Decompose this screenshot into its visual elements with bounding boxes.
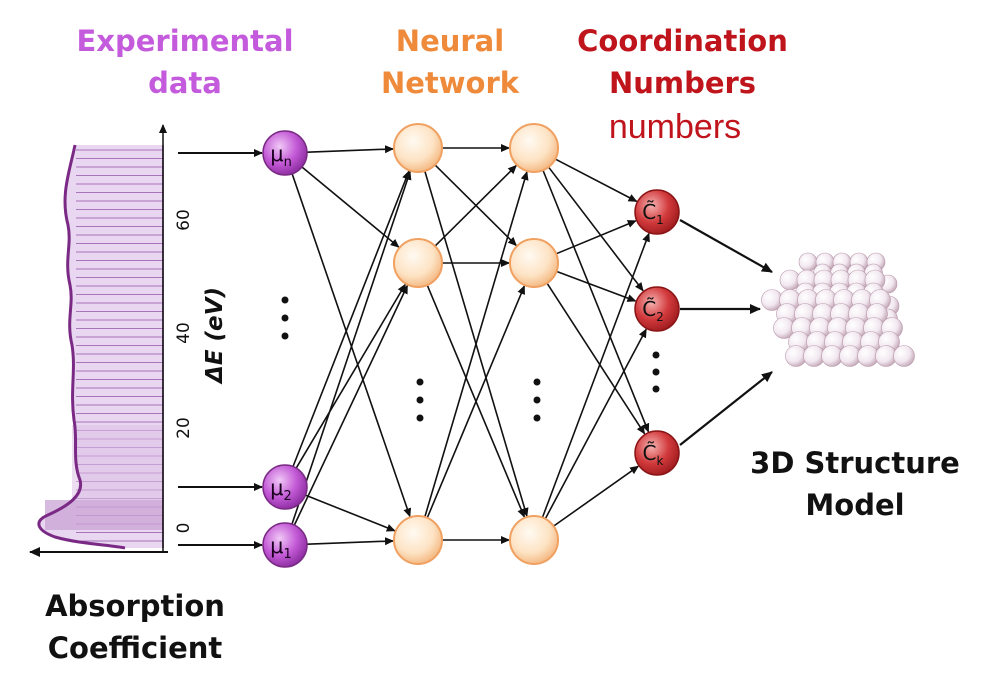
connection-arrow bbox=[556, 270, 637, 302]
neural-network-header: Neural Network bbox=[380, 24, 520, 100]
output-node-k: C̃k bbox=[634, 430, 680, 476]
tick-20: 20 bbox=[174, 417, 194, 439]
connection-arrow bbox=[554, 158, 638, 203]
output-arrows bbox=[679, 219, 773, 446]
absorption-coefficient-label: Absorption Coefficient bbox=[45, 589, 225, 665]
network-connections bbox=[291, 144, 650, 546]
connection-arrow bbox=[293, 284, 409, 526]
connection-arrow bbox=[292, 170, 410, 467]
connection-arrow bbox=[295, 283, 406, 469]
connection-arrow bbox=[547, 166, 644, 292]
svg-text:C̃k: C̃k bbox=[643, 441, 664, 468]
connection-arrow bbox=[542, 169, 650, 433]
connection-arrow bbox=[305, 494, 396, 532]
output-node-1: C̃1 bbox=[634, 189, 680, 235]
connection-arrow bbox=[291, 170, 412, 525]
input-node-2: μ2 bbox=[262, 464, 308, 510]
connection-arrow bbox=[306, 537, 395, 546]
connection-arrow bbox=[555, 220, 637, 255]
coordination-numbers-header: Coordination Numbers bbox=[577, 24, 788, 100]
svg-text:μ2: μ2 bbox=[270, 476, 292, 504]
spectrum-mid-band bbox=[72, 425, 163, 500]
absorption-spectrum bbox=[29, 124, 168, 557]
hidden-node bbox=[509, 238, 559, 288]
input-node-1: μ1 bbox=[262, 522, 308, 568]
svg-text:C̃2: C̃2 bbox=[642, 297, 664, 324]
hidden-node bbox=[509, 515, 559, 565]
svg-text:μn: μn bbox=[270, 142, 292, 170]
output-node-2: C̃2 bbox=[634, 286, 680, 332]
connection-arrow bbox=[291, 173, 412, 518]
hidden-node bbox=[393, 123, 443, 173]
energy-axis-ticks: 0 20 40 60 ΔE (eV) bbox=[174, 209, 228, 533]
input-arrows bbox=[178, 149, 263, 549]
connection-arrow bbox=[426, 285, 526, 519]
structure-model-label: 3D Structure Model bbox=[750, 446, 960, 522]
hidden-node bbox=[509, 123, 559, 173]
connection-arrow bbox=[544, 328, 647, 520]
structure-model-icon bbox=[761, 252, 915, 367]
hidden-node bbox=[393, 238, 443, 288]
hidden-layer-2 bbox=[509, 123, 559, 565]
energy-axis-label: ΔE (eV) bbox=[202, 287, 228, 385]
atom-sphere bbox=[798, 252, 818, 272]
spectrum-dense-band bbox=[45, 500, 163, 530]
spectrum-curve bbox=[37, 144, 126, 550]
connection-arrow bbox=[553, 465, 640, 527]
connection-arrow bbox=[424, 171, 529, 518]
numbers-overlay-label: numbers bbox=[608, 108, 742, 146]
connection-arrow bbox=[434, 164, 517, 247]
tick-0: 0 bbox=[174, 523, 194, 534]
atom-sphere bbox=[893, 345, 915, 367]
tick-60: 60 bbox=[174, 209, 194, 231]
connection-arrow bbox=[546, 282, 646, 435]
svg-text:C̃1: C̃1 bbox=[642, 200, 664, 227]
experimental-data-header: Experimental data bbox=[76, 24, 294, 100]
connection-arrow bbox=[306, 145, 395, 154]
input-node-n: μn bbox=[262, 130, 308, 176]
ellipsis-dots bbox=[281, 296, 660, 422]
hidden-layer-1 bbox=[393, 123, 443, 565]
hidden-node bbox=[393, 515, 443, 565]
svg-text:μ1: μ1 bbox=[270, 534, 292, 562]
connection-arrow bbox=[301, 166, 400, 248]
tick-40: 40 bbox=[174, 322, 194, 344]
connection-arrow bbox=[541, 232, 650, 518]
